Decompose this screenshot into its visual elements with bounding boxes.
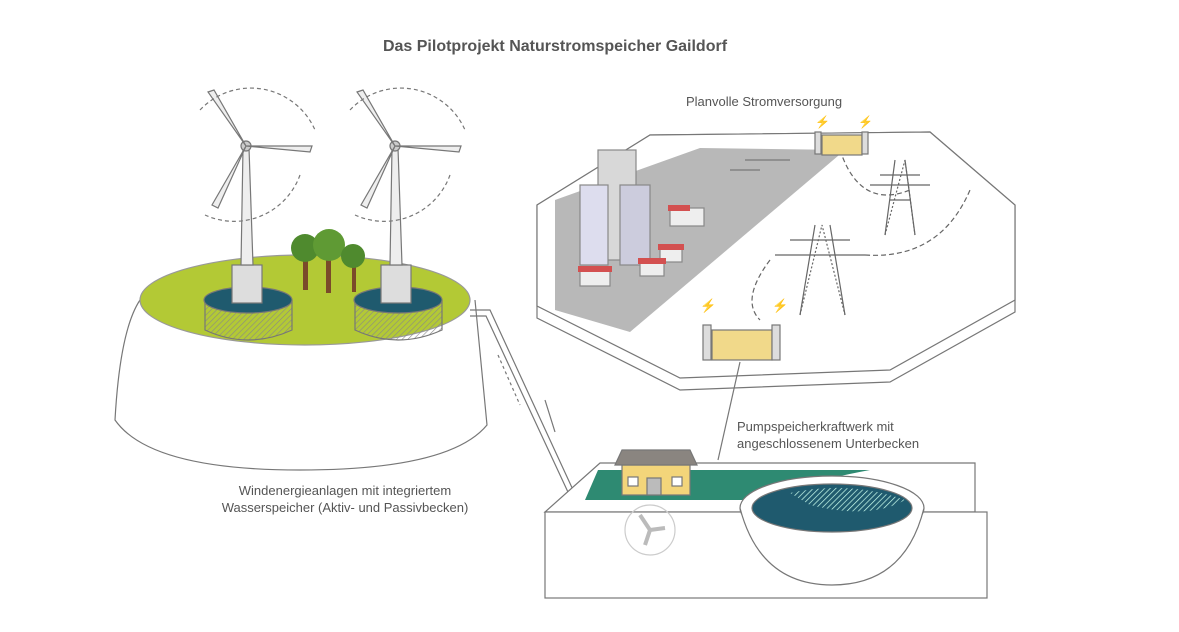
pump-storage-label-line1: Pumpspeicherkraftwerk mit: [737, 419, 894, 434]
svg-text:⚡: ⚡: [815, 115, 830, 129]
wind-turbine-label: Windenergieanlagen mit integriertem Wass…: [190, 482, 500, 516]
diagram-title: Das Pilotprojekt Naturstromspeicher Gail…: [382, 38, 728, 55]
pump-house: [614, 449, 698, 496]
power-pylons: [751, 149, 971, 321]
svg-text:⚡: ⚡: [858, 115, 873, 129]
trees: [291, 229, 365, 293]
svg-text:⚡: ⚡: [772, 298, 788, 314]
wind-turbine-2: [349, 87, 466, 304]
transformer-top: ⚡ ⚡: [814, 115, 873, 156]
pump-station-platform: [543, 462, 988, 599]
pump-storage-label: Pumpspeicherkraftwerk mit angeschlossene…: [737, 418, 919, 452]
transformer-bottom: ⚡ ⚡: [700, 298, 788, 461]
hill: [114, 254, 488, 471]
city-platform: [536, 131, 1016, 391]
pump-storage-label-line2: angeschlossenem Unterbecken: [737, 436, 920, 451]
wind-turbine-label-line2: Wasserspeicher (Aktiv- und Passivbecken): [221, 500, 469, 515]
svg-text:⚡: ⚡: [700, 298, 716, 314]
grid-label: Planvolle Stromversorgung: [686, 94, 843, 109]
water-pipes: [470, 309, 581, 506]
wind-turbine-label-line1: Windenergieanlagen mit integriertem: [238, 483, 452, 498]
wind-turbine-1: [199, 87, 316, 304]
